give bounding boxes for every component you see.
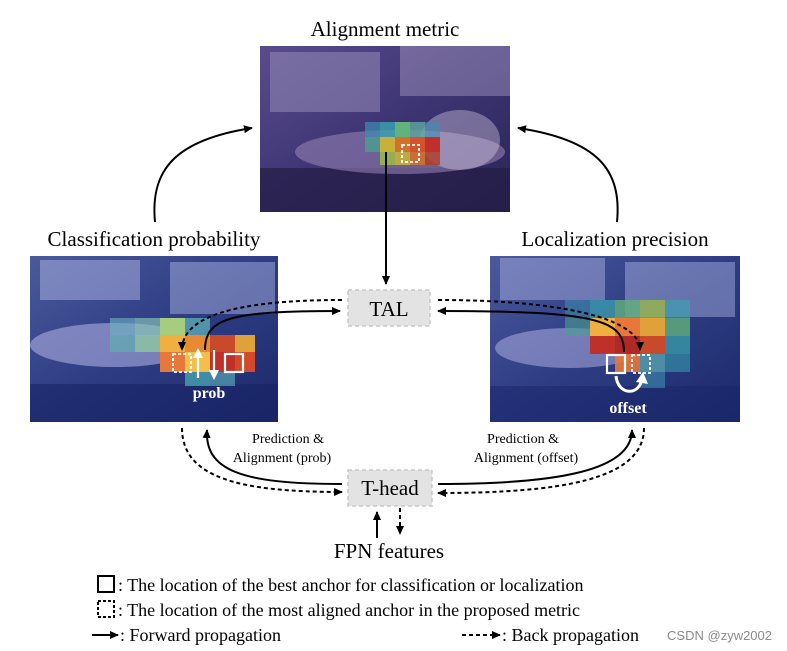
title-localization-precision: Localization precision [521,227,709,251]
localization-precision-image: offset [490,256,740,422]
annotation-right-line2: Alignment (offset) [474,451,579,466]
arrow-cls-to-alignment [153,125,253,223]
classification-probability-image: prob [30,256,278,422]
forward-arrows [153,125,636,538]
tal-module: TAL [347,289,431,327]
watermark: CSDN @zyw2002 [667,628,772,643]
legend-solid-box-text: : The location of the best anchor for cl… [118,575,584,595]
localization-heatmap [565,300,690,388]
legend-back-text: : Back propagation [502,625,639,645]
aligned-anchor-box-left [172,353,192,373]
fpn-features-label: FPN features [334,539,444,563]
arrow-cls-to-tal [204,307,341,351]
arrow-thead-to-loc [437,429,636,485]
annotation-right-line1: Prediction & [487,432,559,447]
thead-module: T-head [347,469,433,507]
offset-label: offset [609,400,647,417]
legend: : The location of the best anchor for cl… [92,575,639,645]
best-anchor-box-right [605,353,627,375]
title-alignment-metric: Alignment metric [311,17,460,41]
arrow-loc-to-tal [437,307,625,353]
arrow-loc-to-alignment [517,125,619,223]
tal-label: TAL [369,297,408,321]
aligned-anchor-box-right [631,354,651,374]
thead-label: T-head [361,476,419,500]
annotation-left-line1: Prediction & [252,432,324,447]
arrow-thead-to-cls [202,429,343,485]
classification-heatmap [110,318,255,386]
legend-forward-text: : Forward propagation [120,625,281,645]
best-anchor-box-left [223,352,245,374]
back-tal-to-loc [437,299,644,351]
back-tal-to-cls [178,299,343,351]
legend-solid-box-icon [97,575,115,593]
aligned-anchor-box-top [401,144,420,163]
back-cls-to-thead [181,427,343,496]
prob-label: prob [193,385,226,402]
annotation-left-line2: Alignment (prob) [233,451,332,466]
legend-dashed-box-icon [97,600,115,618]
title-classification-probability: Classification probability [48,227,261,251]
back-arrows [178,299,645,535]
legend-dashed-box-text: : The location of the most aligned ancho… [118,600,580,620]
